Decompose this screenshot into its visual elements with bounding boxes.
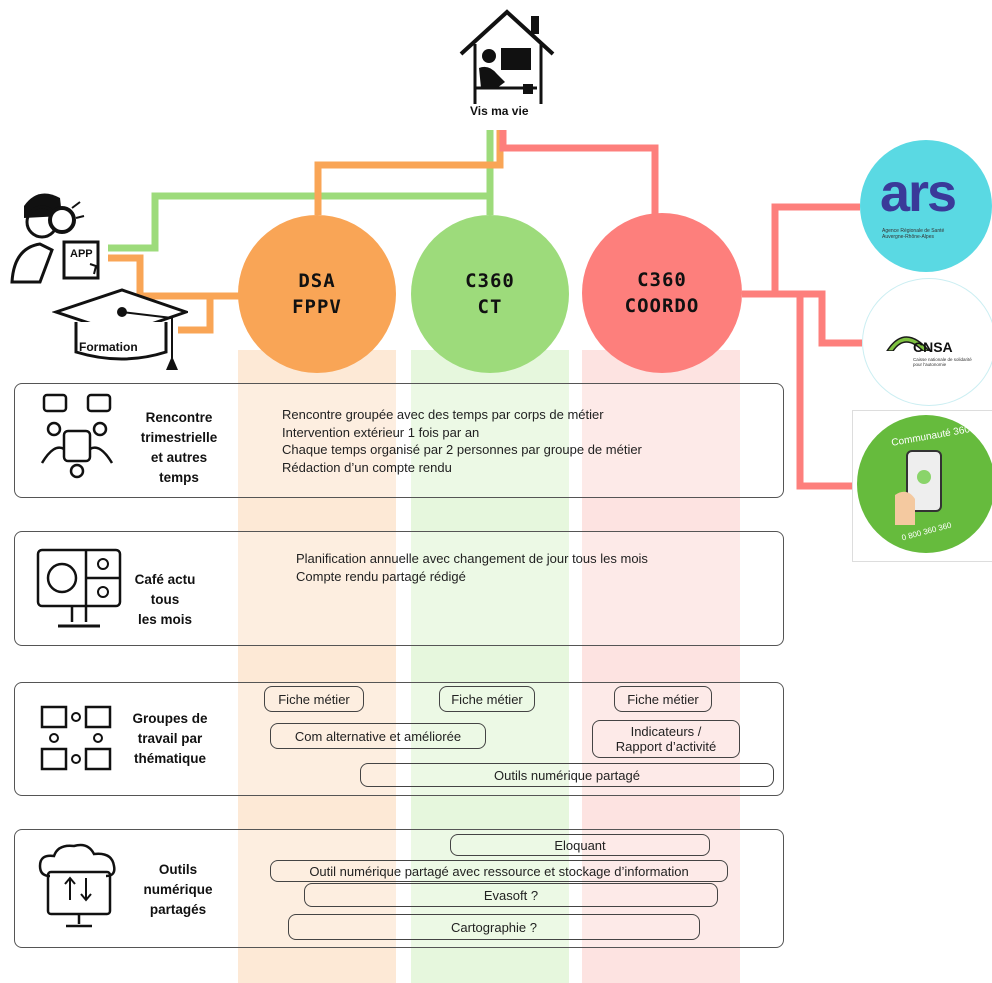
rencontre-line-3: Chaque temps organisé par 2 personnes pa… [282,442,642,457]
communaute360-logo-text: Communauté 360 [890,424,971,449]
hub-dsa-line1: DSA [298,270,336,292]
rencontre-line-1: Rencontre groupée avec des temps par cor… [282,407,604,422]
section-rencontre-title: Rencontre trimestrielle et autres temps [124,408,234,488]
section-groupes-title-2: travail par [137,731,203,746]
section-groupes-title-1: Groupes de [132,711,208,726]
pill-indicateurs: Indicateurs / Rapport d’activité [592,720,740,758]
section-groupes-title-3: thématique [133,751,206,766]
pill-com-alternative: Com alternative et améliorée [270,723,486,749]
section-rencontre-text: Rencontre groupée avec des temps par cor… [282,406,642,476]
ars-logo-text: ars [880,163,957,223]
pill-eloquant: Eloquant [450,834,710,856]
section-outils-title-3: partagés [149,902,207,917]
hub-c360ct-line1: C360 [465,270,515,292]
section-outils-numeriques [14,829,784,948]
hub-coordo-line2: COORDO [624,295,700,317]
section-cafe-title: Café actu tous les mois [124,570,206,630]
pill-cartographie: Cartographie ? [288,914,700,940]
cnsa-logo-subtitle: Caisse nationale de solidarité pour l'au… [913,357,972,367]
pill-indicateurs-line1: Indicateurs / [630,724,702,739]
communaute360-card: Communauté 360 0 800 360 360 [852,410,992,562]
hub-c360-coordo: C360 COORDO [582,213,742,373]
coordo-column-band [582,350,740,983]
pill-fiche-metier-ct: Fiche métier [439,686,535,712]
section-rencontre [14,383,784,498]
pill-outil-numerique-stockage: Outil numérique partagé avec ressource e… [270,860,728,882]
section-rencontre-title-3: et autres [150,450,208,465]
rencontre-line-4: Rédaction d’un compte rendu [282,459,452,475]
pill-outils-numerique-partage: Outils numérique partagé [360,763,774,787]
section-outils-title-2: numérique [143,882,213,897]
pill-evasoft: Evasoft ? [304,883,718,907]
hub-dsa-fppv: DSA FPPV [238,215,396,373]
hub-c360ct-line2: CT [477,296,503,318]
ars-logo-subtitle: Agence Régionale de Santé Auvergne-Rhône… [882,228,945,240]
meeting-group-icon [40,393,114,479]
cloud-computer-icon [38,843,116,928]
communaute360-logo: Communauté 360 0 800 360 360 [857,415,992,553]
section-rencontre-title-4: temps [159,470,199,485]
phone-hand-icon [895,450,942,525]
section-groupes-travail [14,682,784,796]
magnifier-person-icon [10,193,100,284]
red-connector-top [499,130,659,215]
graduation-cap-icon [52,288,188,370]
pill-fiche-metier-dsa: Fiche métier [264,686,364,712]
hub-dsa-line2: FPPV [292,296,342,318]
section-rencontre-title-1: Rencontre [145,410,213,425]
hub-coordo-line1: C360 [637,269,687,291]
red-connector-partners [742,203,862,490]
section-groupes-title: Groupes de travail par thématique [130,709,210,769]
pill-fiche-metier-coordo: Fiche métier [614,686,712,712]
section-outils-title-1: Outils [158,862,198,877]
dsa-column-band [238,350,396,983]
cnsa-arch-icon [886,336,930,351]
rencontre-line-2: Intervention extérieur 1 fois par an [282,424,480,440]
pill-indicateurs-line2: Rapport d’activité [615,739,717,754]
section-outils-title: Outils numérique partagés [138,860,218,920]
cnsa-logo-text: CNSA [913,339,953,355]
section-cafe-actu [14,531,784,646]
vis-ma-vie-label: Vis ma vie [470,104,529,118]
app-label: APP [70,248,93,260]
cnsa-logo: CNSA Caisse nationale de solidarité pour… [862,278,992,406]
ars-logo: ars Agence Régionale de Santé Auvergne-R… [860,140,992,272]
c360ct-column-band [411,350,569,983]
puzzle-hands-icon [40,705,112,771]
video-call-icon [36,548,122,628]
cafe-line-1: Planification annuelle avec changement d… [296,551,648,566]
cafe-line-2: Compte rendu partagé rédigé [296,568,466,584]
home-office-icon [459,9,555,104]
hub-c360-ct: C360 CT [411,215,569,373]
section-cafe-title-1: Café actu tous [134,572,196,607]
formation-label: Formation [79,340,138,354]
section-cafe-text: Planification annuelle avec changement d… [296,550,648,585]
section-rencontre-title-2: trimestrielle [140,430,218,445]
section-cafe-title-2: les mois [137,612,193,627]
